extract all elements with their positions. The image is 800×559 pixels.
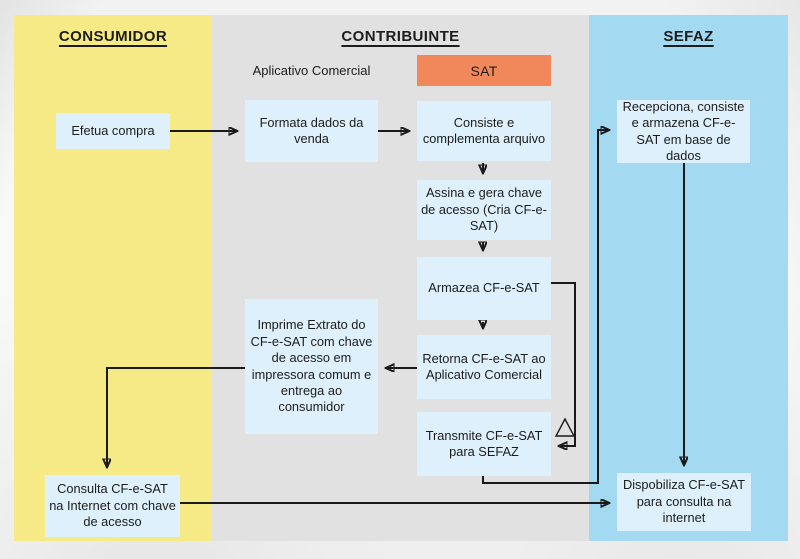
sat-badge: SAT	[417, 55, 551, 86]
aplicativo-comercial-label: Aplicativo Comercial	[252, 63, 371, 78]
lane-sefaz: SEFAZ	[589, 15, 788, 541]
node-efetua-compra: Efetua compra	[56, 113, 170, 149]
node-transmite-cfesat: Transmite CF-e-SAT para SEFAZ	[417, 412, 551, 476]
lane-contribuinte-title: CONTRIBUINTE	[341, 28, 460, 45]
node-dispobiliza-consulta: Dispobiliza CF-e-SAT para consulta na in…	[617, 473, 751, 531]
lane-consumidor: CONSUMIDOR	[14, 15, 212, 541]
sat-process-diagram: CONSUMIDOR CONTRIBUINTE SEFAZ Aplicativo…	[14, 15, 788, 541]
node-armazea-cfesat: Armazea CF-e-SAT	[417, 257, 551, 320]
lane-consumidor-title: CONSUMIDOR	[58, 28, 168, 45]
node-assina-gera-chave: Assina e gera chave de acesso (Cria CF-e…	[417, 180, 551, 240]
node-imprime-extrato: Imprime Extrato do CF-e-SAT com chave de…	[245, 299, 378, 434]
node-consulta-internet: Consulta CF-e-SAT na Internet com chave …	[45, 475, 180, 537]
node-formata-dados: Formata dados da venda	[245, 100, 378, 162]
node-consiste-complementa: Consiste e complementa arquivo	[417, 101, 551, 161]
lane-sefaz-title: SEFAZ	[663, 28, 714, 45]
node-retorna-cfesat: Retorna CF-e-SAT ao Aplicativo Comercial	[417, 335, 551, 399]
node-recepciona-armazena: Recepciona, consiste e armazena CF-e-SAT…	[617, 99, 750, 163]
